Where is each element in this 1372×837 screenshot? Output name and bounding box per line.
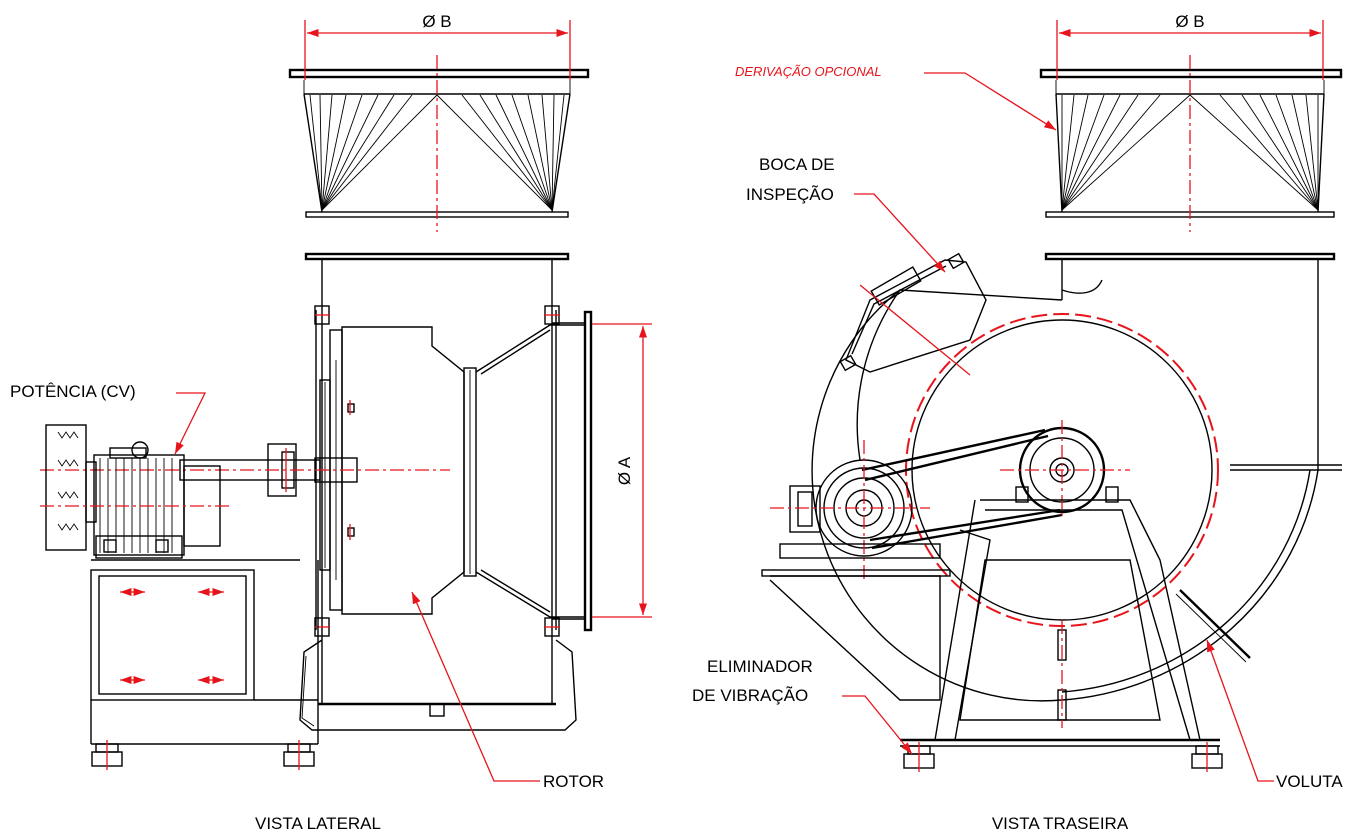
side-view-title: VISTA LATERAL (255, 814, 381, 833)
side-dimension-b: Ø B (304, 12, 571, 80)
rear-view: Ø B DERIVAÇÃO OPCIONAL (692, 12, 1343, 833)
side-motor (40, 424, 230, 559)
side-motor-base (90, 559, 319, 770)
optional-derivation-leader (924, 72, 1057, 131)
eliminator-label-line2: DE VIBRAÇÃO (692, 686, 808, 705)
belt-drive (770, 420, 1130, 580)
side-top-transition (288, 55, 590, 232)
volute-label: VOLUTA (1276, 772, 1343, 791)
rear-dimension-b: Ø B (1056, 12, 1324, 80)
inspection-label-line1: BOCA DE (759, 155, 835, 174)
side-rotor (319, 310, 593, 632)
side-dim-a-label: Ø A (615, 456, 634, 485)
power-leader (174, 392, 207, 455)
power-label: POTÊNCIA (CV) (10, 382, 136, 401)
inspection-label-line2: INSPEÇÃO (746, 185, 834, 204)
rear-view-title: VISTA TRASEIRA (992, 814, 1129, 833)
side-view: Ø B (10, 12, 652, 833)
rear-top-transition (1039, 55, 1343, 232)
side-dim-b-label: Ø B (422, 12, 451, 31)
rotor-label: ROTOR (543, 772, 604, 791)
inspection-hatch (839, 252, 987, 376)
side-shaft (40, 443, 450, 497)
rear-volute (811, 252, 1342, 702)
rotor-leader (411, 591, 540, 782)
eliminator-label-line1: ELIMINADOR (707, 657, 813, 676)
side-dimension-a: Ø A (592, 323, 652, 618)
volute-leader (1206, 639, 1274, 782)
inspection-leader (854, 193, 946, 273)
eliminator-leader (842, 695, 913, 755)
optional-derivation-label: DERIVAÇÃO OPCIONAL (735, 64, 882, 79)
rear-dim-b-label: Ø B (1175, 12, 1204, 31)
rear-base (761, 486, 1223, 772)
